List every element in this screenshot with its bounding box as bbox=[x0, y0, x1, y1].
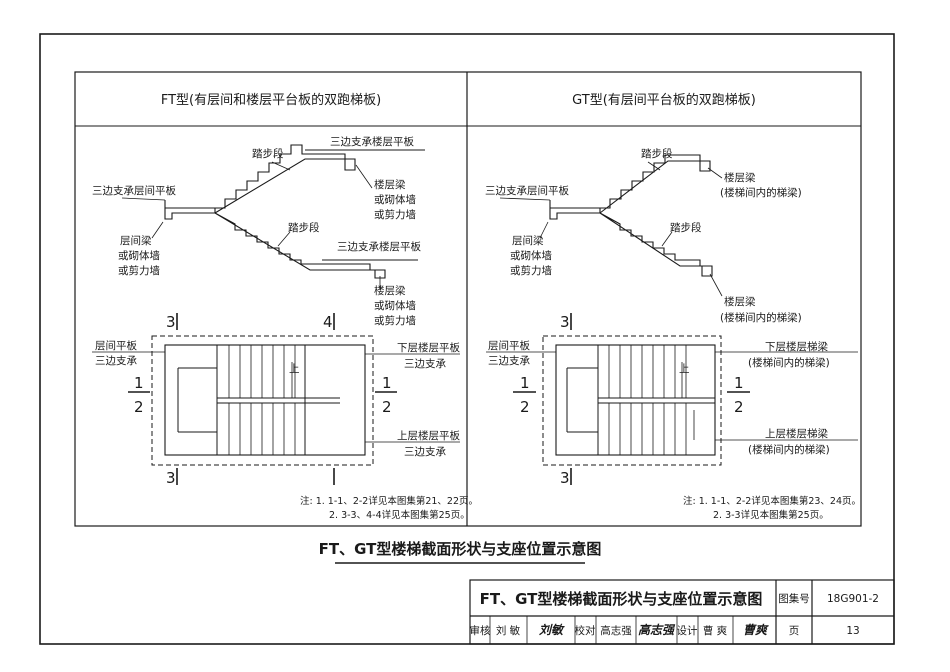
ft-section-leaders bbox=[121, 161, 381, 290]
ft-plan-upper-floor: 上层楼层平板 bbox=[397, 429, 460, 442]
check-label: 校对 bbox=[575, 624, 596, 637]
gt-cut-1-left: 1 bbox=[520, 374, 530, 392]
gt-cut-3-bottom: 3 bbox=[560, 469, 570, 487]
ft-upper-flight-label: 踏步段 bbox=[252, 147, 284, 160]
atlas-number: 18G901-2 bbox=[827, 593, 879, 605]
gt-section-sketch bbox=[549, 154, 713, 277]
ft-floor-beam-label: 楼层梁 bbox=[374, 178, 406, 191]
ft-cut-1-right: 1 bbox=[382, 374, 392, 392]
gt-cut-2-left: 2 bbox=[520, 398, 530, 416]
gt-plan-landing: 三边支承 bbox=[488, 355, 530, 367]
design-label: 设计 bbox=[677, 624, 698, 637]
ft-cut-2-left: 2 bbox=[134, 398, 144, 416]
gt-floor-beam-b-label: (楼梯间内的梯梁) bbox=[720, 311, 802, 324]
gt-plan-view bbox=[542, 335, 722, 466]
ft-floor-beam-b-label: 或砌体墙 bbox=[374, 299, 416, 312]
checker-signature: 高志强 bbox=[638, 623, 676, 637]
ft-note: 2. 3-3、4-4详见本图集第25页。 bbox=[329, 509, 470, 521]
review-label: 审核 bbox=[470, 624, 491, 637]
gt-plan-leaders bbox=[486, 351, 858, 441]
gt-mid-beam-label: 层间梁 bbox=[512, 234, 544, 247]
gt-plan-upper-beam: (楼梯间内的梯梁) bbox=[748, 443, 830, 456]
ft-plan-treads bbox=[228, 345, 306, 455]
gt-note: 2. 3-3详见本图集第25页。 bbox=[713, 509, 829, 521]
ft-cut-marks bbox=[128, 313, 397, 485]
gt-floor-beam-label: (楼梯间内的梯梁) bbox=[720, 186, 802, 199]
ft-floor-beam-b-label: 楼层梁 bbox=[374, 284, 406, 297]
ft-upper-slab-label: 三边支承楼层平板 bbox=[330, 135, 414, 148]
gt-cut-marks bbox=[513, 313, 750, 485]
ft-title: FT型(有层间和楼层平台板的双跑梯板) bbox=[161, 92, 381, 108]
gt-plan-lower-beam: 下层楼层梯梁 bbox=[765, 340, 828, 353]
checker-name: 高志强 bbox=[600, 624, 632, 637]
gt-floor-beam-b-label: 楼层梁 bbox=[724, 295, 756, 308]
gt-plan-landing: 层间平板 bbox=[488, 339, 530, 352]
gt-note: 注: 1. 1-1、2-2详见本图集第23、24页。 bbox=[683, 495, 861, 507]
sheet-border bbox=[39, 33, 895, 645]
ft-cut-1-left: 1 bbox=[134, 374, 144, 392]
title-block bbox=[469, 579, 895, 645]
gt-mid-beam-label: 或砌体墙 bbox=[510, 249, 552, 262]
gt-plan-treads bbox=[608, 345, 695, 455]
gt-plan-lower-beam: (楼梯间内的梯梁) bbox=[748, 356, 830, 369]
ft-panel: FT型(有层间和楼层平台板的双跑梯板) 踏步段 三边支承楼层平板 三边支承层间平… bbox=[92, 92, 478, 521]
gt-section-leaders bbox=[499, 161, 723, 297]
ft-lower-slab-label: 三边支承楼层平板 bbox=[337, 240, 421, 253]
gt-cut-2-right: 2 bbox=[734, 398, 744, 416]
ft-plan-leaders bbox=[92, 351, 460, 443]
gt-panel: GT型(有层间平台板的双跑梯板) 踏步段 三边支承层间平板 楼层梁 (楼梯间内的… bbox=[485, 92, 861, 521]
ft-up-arrow-label: 上 bbox=[289, 363, 300, 375]
reviewer-name: 刘 敏 bbox=[496, 624, 521, 637]
page-label: 页 bbox=[789, 625, 800, 637]
ft-cut-4-top: 4 bbox=[323, 313, 333, 331]
ft-cut-3-top: 3 bbox=[166, 313, 176, 331]
gt-lower-flight-label: 踏步段 bbox=[670, 221, 702, 234]
figure-frame bbox=[74, 71, 862, 527]
gt-mid-beam-label: 或剪力墙 bbox=[510, 264, 552, 277]
ft-section-sketch bbox=[164, 144, 425, 279]
gt-floor-beam-label: 楼层梁 bbox=[724, 171, 756, 184]
ft-plan-view bbox=[151, 335, 374, 466]
ft-plan-landing: 三边支承 bbox=[95, 355, 137, 367]
designer-name: 曹 爽 bbox=[703, 624, 728, 637]
gt-upper-flight-label: 踏步段 bbox=[641, 147, 673, 160]
gt-cut-1-right: 1 bbox=[734, 374, 744, 392]
ft-floor-beam-label: 或剪力墙 bbox=[374, 208, 416, 221]
gt-up-arrow-label: 上 bbox=[679, 363, 690, 375]
ft-mid-beam-label: 或剪力墙 bbox=[118, 264, 160, 277]
designer-signature: 曹爽 bbox=[743, 623, 769, 637]
ft-note: 注: 1. 1-1、2-2详见本图集第21、22页。 bbox=[300, 495, 478, 507]
ft-plan-upper-floor: 三边支承 bbox=[404, 446, 446, 458]
page-number: 13 bbox=[846, 625, 859, 637]
ft-floor-beam-b-label: 或剪力墙 bbox=[374, 314, 416, 327]
reviewer-signature: 刘敏 bbox=[539, 623, 565, 637]
gt-landing-label: 三边支承层间平板 bbox=[485, 184, 569, 197]
gt-title: GT型(有层间平台板的双跑梯板) bbox=[572, 92, 756, 108]
ft-plan-lower-floor: 下层楼层平板 bbox=[397, 341, 460, 354]
ft-mid-beam-label: 层间梁 bbox=[120, 234, 152, 247]
ft-lower-flight-label: 踏步段 bbox=[288, 221, 320, 234]
ft-cut-3-bottom: 3 bbox=[166, 469, 176, 487]
ft-landing-label: 三边支承层间平板 bbox=[92, 184, 176, 197]
ft-floor-beam-label: 或砌体墙 bbox=[374, 193, 416, 206]
ft-plan-lower-floor: 三边支承 bbox=[404, 358, 446, 370]
ft-plan-landing: 层间平板 bbox=[95, 339, 137, 352]
atlas-label: 图集号 bbox=[778, 592, 810, 605]
gt-plan-upper-beam: 上层楼层梯梁 bbox=[765, 427, 828, 440]
figure-caption: FT、GT型楼梯截面形状与支座位置示意图 bbox=[319, 540, 602, 558]
gt-cut-3-top: 3 bbox=[560, 313, 570, 331]
ft-cut-2-right: 2 bbox=[382, 398, 392, 416]
drawing-title: FT、GT型楼梯截面形状与支座位置示意图 bbox=[480, 590, 763, 608]
ft-mid-beam-label: 或砌体墙 bbox=[118, 249, 160, 262]
